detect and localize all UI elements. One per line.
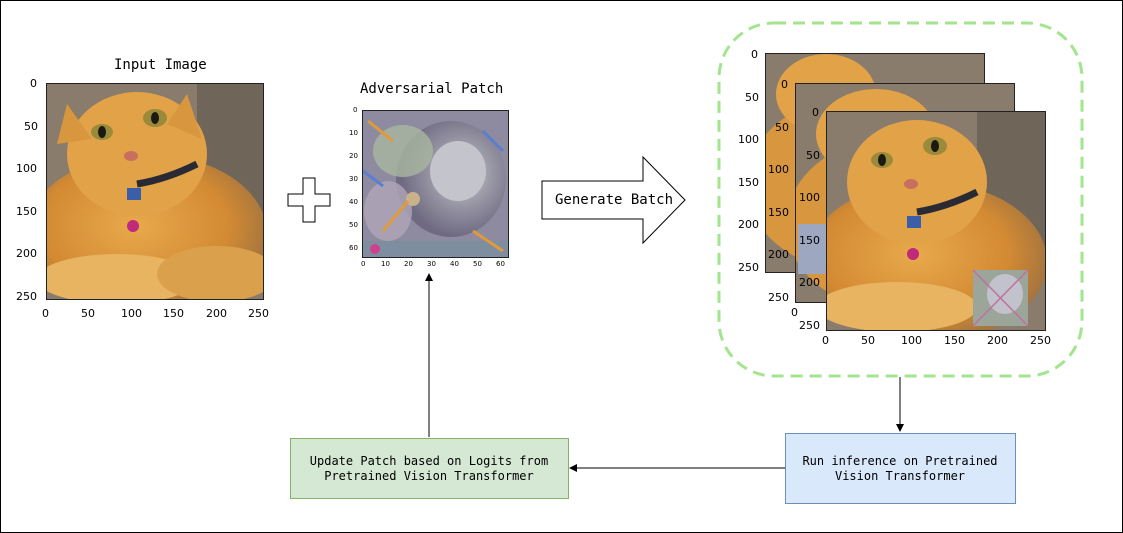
patch-x-tick: 40 [450,260,459,268]
batch-mid-y-tick: 250 [768,291,789,304]
patch-y-tick: 60 [349,244,358,252]
batch-back-y-tick: 0 [751,48,758,61]
patch-y-tick: 10 [349,129,358,137]
generate-batch-label: Generate Batch [555,192,674,208]
patch-x-tick: 10 [381,260,390,268]
batch-mid-y-tick: 100 [768,163,789,176]
batch-back-y-tick: 50 [745,91,759,104]
batch-front-y-tick: 50 [806,149,820,162]
input-y-tick: 0 [30,77,37,90]
batch-image-front [826,111,1046,331]
patch-y-tick: 30 [349,175,358,183]
input-y-tick: 50 [24,120,38,133]
patch-x-tick: 60 [496,260,505,268]
batch-back-y-tick: 100 [738,133,759,146]
patch-x-tick: 30 [427,260,436,268]
batch-back-y-tick: 250 [738,261,759,274]
input-cat-image [46,83,264,300]
batch-mid-x-tick: 0 [791,306,798,319]
inference-box [785,433,1016,504]
input-y-tick: 150 [16,205,37,218]
input-y-tick: 200 [16,247,37,260]
batch-front-x-tick: 0 [822,334,829,347]
input-image-title: Input Image [114,57,207,73]
update-label: Update Patch based on Logits from Pretra… [309,454,549,483]
input-x-tick: 0 [42,307,49,320]
batch-front-x-tick: 250 [1030,334,1051,347]
batch-front-x-tick: 50 [861,334,875,347]
batch-front-y-tick: 150 [799,234,820,247]
update-box [290,438,569,499]
input-y-tick: 100 [16,162,37,175]
patch-x-tick: 20 [404,260,413,268]
batch-front-y-tick: 250 [799,319,820,332]
batch-front-x-tick: 200 [987,334,1008,347]
input-y-tick: 250 [16,290,37,303]
patch-title: Adversarial Patch [360,81,504,97]
patch-x-tick: 0 [361,260,366,268]
batch-back-y-tick: 150 [738,176,759,189]
batch-mid-y-tick: 200 [768,248,789,261]
input-x-tick: 250 [248,307,269,320]
adversarial-patch-image [362,110,509,258]
patch-y-tick: 50 [349,221,358,229]
batch-mid-y-tick: 0 [781,78,788,91]
batch-front-x-tick: 100 [901,334,922,347]
inference-label: Run inference on Pretrained Vision Trans… [802,454,998,483]
input-x-tick: 100 [121,307,142,320]
batch-mid-y-tick: 150 [768,206,789,219]
batch-back-y-tick: 200 [738,218,759,231]
patch-y-tick: 40 [349,198,358,206]
input-x-tick: 50 [81,307,95,320]
patch-y-tick: 20 [349,152,358,160]
batch-front-y-tick: 200 [799,276,820,289]
batch-mid-y-tick: 50 [775,121,789,134]
input-x-tick: 200 [206,307,227,320]
batch-front-x-tick: 150 [944,334,965,347]
batch-front-y-tick: 100 [799,191,820,204]
input-x-tick: 150 [163,307,184,320]
batch-front-y-tick: 0 [812,106,819,119]
patch-x-tick: 50 [473,260,482,268]
patch-y-tick: 0 [353,106,358,114]
